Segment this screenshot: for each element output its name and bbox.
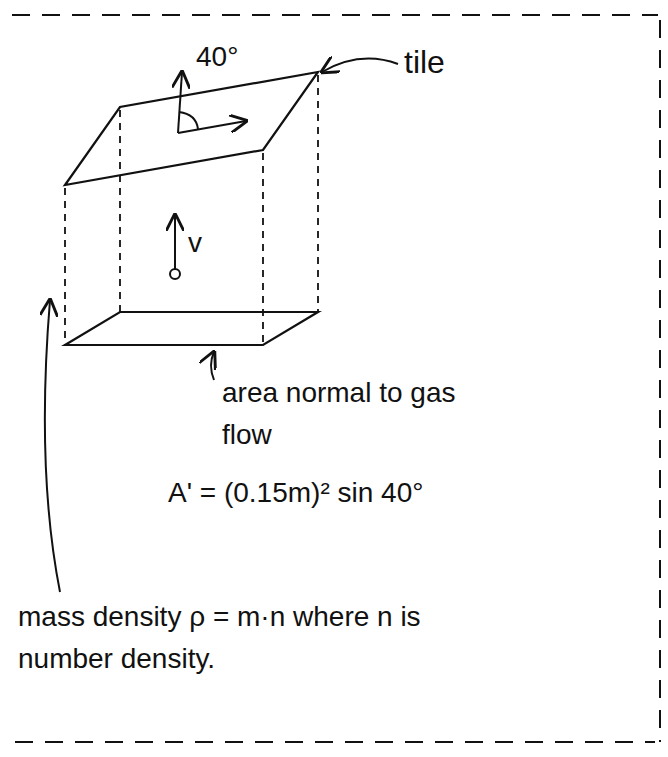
part-name: tile bbox=[404, 38, 445, 86]
note-text: mass density ρ = m·n where n is number d… bbox=[18, 596, 468, 680]
density-leader bbox=[45, 300, 60, 592]
velocity-arrow bbox=[174, 215, 176, 269]
tile-leader bbox=[322, 59, 398, 72]
angle-label: 40° bbox=[196, 36, 238, 78]
area-leader bbox=[211, 352, 214, 380]
box-edges bbox=[65, 75, 318, 345]
note-text: area normal to gas flow bbox=[222, 372, 457, 456]
velocity-symbol: v bbox=[188, 222, 202, 264]
dashed-frame bbox=[12, 15, 660, 742]
particle-dot bbox=[170, 269, 180, 279]
flow-direction-arrow bbox=[178, 121, 246, 133]
angle-arc bbox=[179, 112, 198, 129]
normal-arrow bbox=[178, 72, 182, 133]
tile-face bbox=[65, 72, 318, 185]
formula: A' = (0.15m)² sin 40° bbox=[168, 472, 423, 514]
bottom-face bbox=[65, 312, 318, 345]
